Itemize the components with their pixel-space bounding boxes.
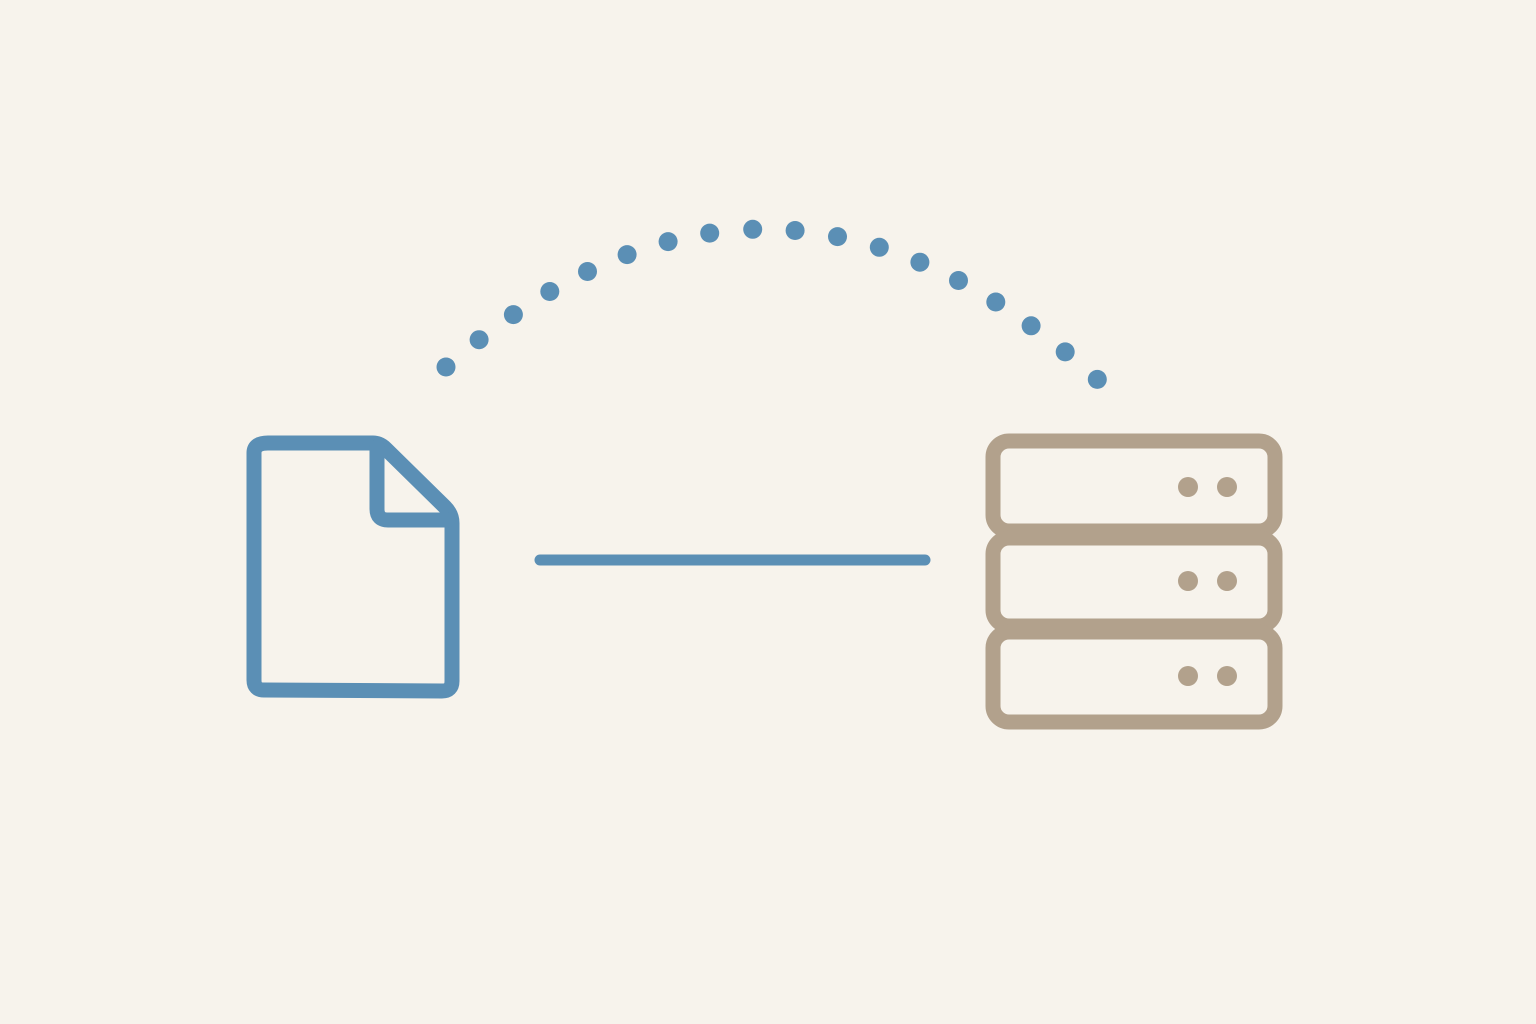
arc-dot bbox=[503, 305, 523, 325]
arc-dot bbox=[540, 282, 560, 301]
arc-dot bbox=[785, 221, 805, 240]
server-indicator-light bbox=[1178, 666, 1198, 686]
arc-dot bbox=[436, 357, 456, 377]
arc-dot bbox=[1055, 342, 1075, 362]
server-indicator-light bbox=[1217, 571, 1237, 591]
arc-dot bbox=[617, 245, 637, 265]
file-outline bbox=[246, 435, 460, 699]
arc-dot bbox=[949, 271, 968, 290]
arc-dot bbox=[658, 232, 678, 252]
server-unit bbox=[985, 624, 1283, 730]
arc-dot bbox=[743, 219, 763, 239]
arc-dot bbox=[1087, 369, 1107, 389]
arc-dot bbox=[828, 227, 847, 247]
file-icon bbox=[246, 435, 460, 699]
arc-dot bbox=[578, 262, 597, 281]
server-indicator-light bbox=[1217, 666, 1237, 686]
arc-dot bbox=[910, 252, 930, 272]
arc-dot bbox=[1021, 316, 1041, 336]
arc-dot bbox=[986, 292, 1006, 312]
server-indicator-light bbox=[1178, 477, 1198, 497]
arc-dot bbox=[700, 223, 720, 243]
arc-dot bbox=[869, 237, 889, 257]
arc-dot bbox=[469, 330, 489, 350]
dotted-arc-connection bbox=[436, 219, 1107, 389]
server-stack-icon bbox=[985, 433, 1283, 730]
server-indicator-light bbox=[1178, 571, 1198, 591]
server-indicator-light bbox=[1217, 477, 1237, 497]
file-folded-corner bbox=[369, 439, 456, 528]
